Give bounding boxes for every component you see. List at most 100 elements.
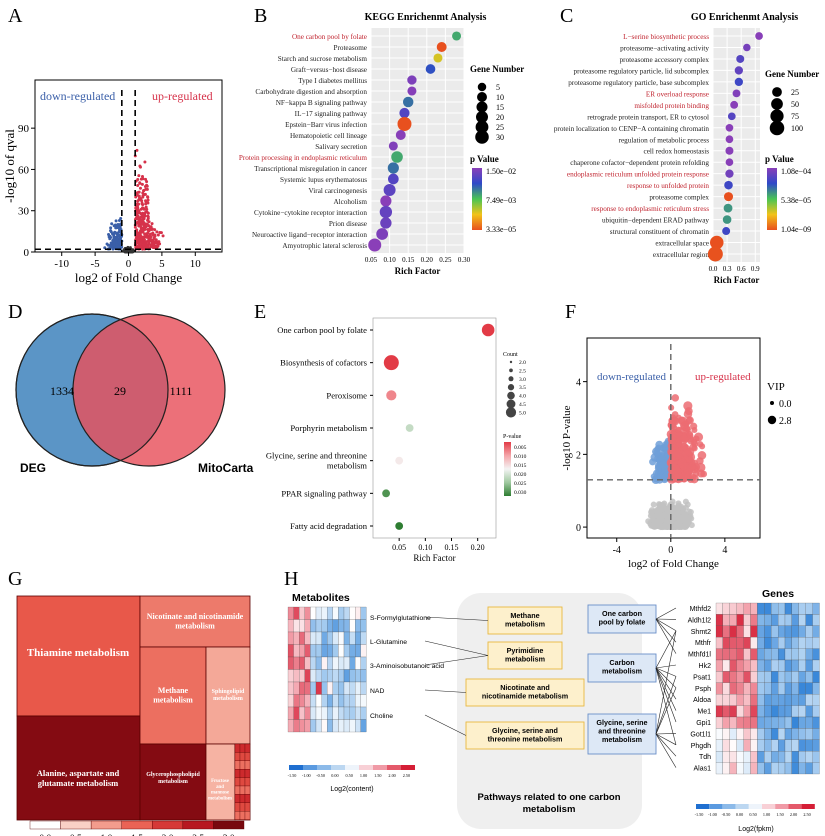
color-legend-label: 1.08e−04: [781, 167, 811, 176]
term-label: regulation of metabolic process: [619, 136, 710, 144]
vip-legend-dot-large: [767, 415, 777, 425]
nonsig-point: [660, 512, 667, 519]
pathway-label-line: metabolism: [505, 620, 545, 629]
x-axis-label: log2 of Fold Change: [75, 270, 182, 285]
metabolite-heat-cell: [304, 694, 311, 708]
size-legend-dot: [475, 130, 489, 144]
gene-heat-cell: [784, 728, 793, 740]
term-label: One carbon pool by folate: [292, 33, 367, 41]
treemap-label: Thiamine metabolism: [27, 647, 129, 659]
gene-heat-cell: [784, 705, 793, 718]
metabolite-heat-cell: [293, 644, 300, 658]
gene-heat-cell: [791, 625, 799, 638]
term-label: ubiquitin−dependent ERAD pathway: [602, 217, 709, 225]
down-point: [652, 447, 661, 456]
up-point: [156, 241, 160, 245]
gene-heat-cell: [750, 682, 758, 695]
gene-heat-cell: [722, 728, 730, 740]
metabolite-heat-cell: [332, 681, 339, 695]
gene-heat-cell: [757, 659, 765, 672]
metabolite-heat-cell: [299, 719, 305, 733]
term-label: Carbohydrate digestion and absorption: [255, 88, 367, 96]
colorbar-tick-label: 1.0: [100, 834, 112, 836]
term-bubble: [383, 355, 399, 371]
up-point: [679, 434, 689, 444]
term-bubble: [727, 112, 736, 121]
gene-heat-cell: [771, 751, 779, 763]
gene-heat-cell: [798, 637, 806, 649]
gene-heat-cell: [743, 625, 751, 638]
gene-heat-cell: [750, 739, 758, 752]
gene-heat-cell: [764, 739, 772, 752]
size-legend-dot: [476, 111, 488, 123]
color-legend-bar: [472, 168, 482, 230]
metabolite-heat-cell: [349, 719, 356, 733]
term-label: Prion disease: [329, 220, 367, 228]
metabolite-heat-cell: [304, 644, 311, 658]
chart-title: GO Enrichenmt Analysis: [691, 12, 798, 23]
size-legend-dot: [771, 98, 783, 110]
gene-heat-cell: [750, 648, 758, 661]
colorbar-tick-label: 3.0: [223, 834, 235, 836]
down-point: [649, 458, 657, 466]
up-point: [671, 465, 681, 475]
metabolite-heat-cell: [360, 644, 367, 658]
gene-heat-cell: [715, 625, 724, 638]
down-point: [117, 234, 121, 238]
metabolite-heat-cell: [332, 694, 339, 708]
gene-heat-cell: [743, 728, 751, 740]
down-point: [119, 217, 123, 221]
count-legend-label: 2.0: [519, 360, 526, 366]
up-point: [675, 426, 682, 433]
gene-label: Mthfd1l: [688, 652, 711, 659]
pathway-box: [465, 721, 585, 750]
gene-heat-cell: [715, 728, 724, 740]
term-label: endoplasmic reticulum unfolded protein r…: [567, 171, 709, 179]
gene-heat-cell: [729, 648, 737, 661]
gene-colorbar-tick: -1.00: [708, 812, 717, 817]
gene-heat-cell: [798, 739, 806, 752]
gene-group-box: [587, 653, 657, 683]
venn-outline-deg: [15, 313, 169, 467]
gene-label: Psph: [695, 686, 711, 693]
gene-heat-cell: [715, 614, 724, 626]
up-point: [680, 443, 689, 451]
size-legend-dot: [477, 82, 487, 92]
metabolite-colorbar-tick: -0.50: [316, 773, 325, 778]
nonsig-point: [664, 506, 671, 513]
size-legend-label: 20: [496, 113, 504, 122]
x-tick-label: 0.9: [751, 265, 760, 273]
gene-heat-cell: [722, 739, 730, 752]
up-point: [146, 195, 150, 199]
term-bubble: [743, 43, 751, 52]
metabolite-heat-cell: [360, 606, 367, 620]
gene-heat-cell: [777, 659, 786, 672]
up-point: [139, 224, 143, 228]
gene-heat-cell: [722, 659, 730, 672]
gene-heat-cell: [812, 739, 820, 752]
metabolite-heat-cell: [332, 656, 339, 670]
metabolite-heat-cell: [310, 631, 317, 645]
pathway-label-line: metabolism: [505, 655, 545, 664]
size-legend-dot: [476, 101, 488, 113]
metabolite-heat-cell: [321, 606, 328, 620]
gene-heat-cell: [791, 682, 799, 695]
metabolite-heat-cell: [332, 669, 339, 683]
treemap-subcell: [239, 752, 246, 761]
term-label: Transcriptional misregulation in cancer: [254, 165, 368, 173]
metabolite-heat-cell: [293, 681, 300, 695]
metabolite-heat-cell: [287, 681, 294, 695]
metabolite-colorbar-tick: 1.50: [374, 773, 381, 778]
metabolite-colorbar-swatch: [345, 765, 359, 770]
gene-heat-cell: [784, 637, 793, 649]
metabolite-heat-cell: [287, 606, 294, 620]
gene-heat-cell: [812, 659, 820, 672]
venn-set-label-mitocarta: MitoCarta: [198, 461, 254, 475]
metabolite-label: 3-Aminoisobutanoic acid: [370, 663, 444, 670]
gene-group-link: [655, 667, 677, 745]
metabolite-colorbar-swatch: [401, 765, 415, 770]
count-legend-dot: [506, 399, 516, 409]
gene-group-label-line: metabolism: [602, 735, 642, 744]
